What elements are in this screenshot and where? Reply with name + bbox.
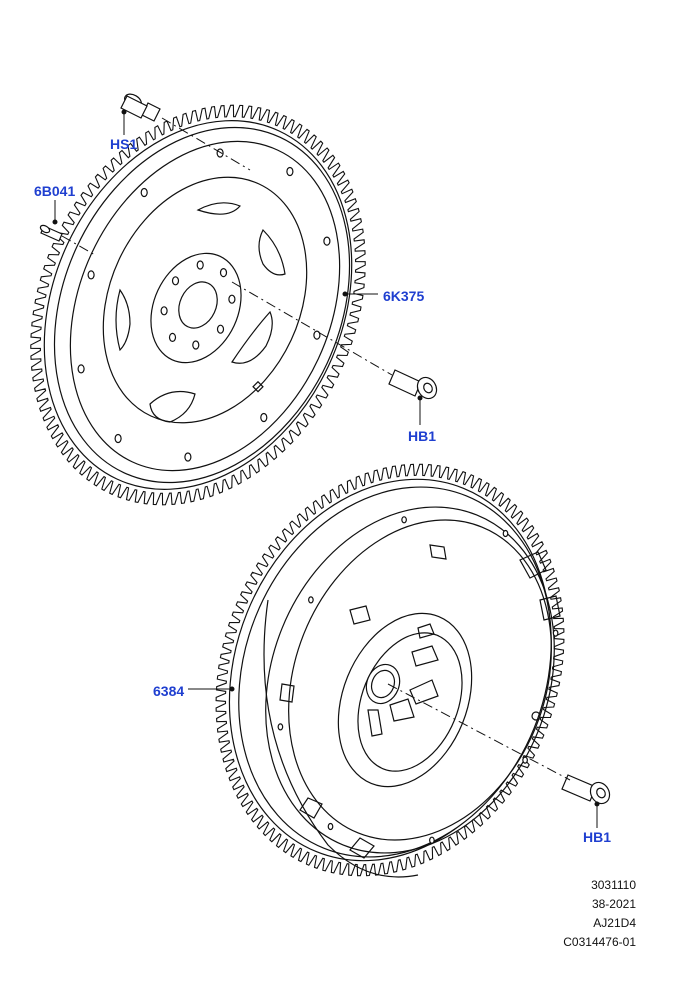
bolt-hole [277,723,284,731]
dowel-pin [39,224,63,242]
bolt-hole [401,516,407,524]
label-6k375: 6K375 [383,288,425,304]
flexplate [30,104,366,506]
bolt-hole [286,166,294,177]
gear-root-ring [43,120,353,490]
label-hb1-lower: HB1 [583,829,612,845]
bolt-hole [77,364,85,374]
flexplate-cutout [196,202,242,215]
bolt-hole [522,756,528,764]
reference-line: 3031110 [591,878,636,892]
bolt-hole [140,187,148,198]
label-6384: 6384 [153,683,185,699]
bolt-hole [171,276,180,286]
hb1-bolt-lower [561,774,611,805]
bolt-hole [192,340,200,350]
label-6b041: 6B041 [34,183,76,199]
bolt-hole [87,270,95,280]
reference-line: AJ21D4 [593,916,636,930]
flexplate-cutout [115,288,131,352]
flexplate-cutout [258,228,286,276]
flexplate-cutout [231,310,273,364]
dual-mass-flywheel [215,463,565,878]
bolt-hole [216,324,225,334]
hb1-bolt-upper [388,369,438,400]
bolt-hole [313,330,321,340]
bolt-hole [168,332,177,342]
bolt-hole [196,260,204,270]
reference-block: 3031110 38-2021 AJ21D4 C0314476-01 [563,876,636,952]
bolt-hole [308,596,314,604]
label-hb1-upper: HB1 [408,428,437,444]
flywheel-rim-holes [277,516,559,844]
bolt-hole [429,836,435,844]
flexplate-cutout [149,391,196,423]
assembly-lines [61,117,571,781]
reference-line: C0314476-01 [563,935,636,949]
reference-line: 38-2021 [591,897,636,911]
bolt-hole [219,268,228,278]
bolt-hole [160,306,168,316]
hs1-bolt [120,93,161,122]
bolt-hole [114,433,122,444]
bolt-hole [260,412,268,423]
flexplate-rim-holes [77,148,331,462]
label-hs1: HS1 [110,136,138,152]
bolt-hole [228,294,236,304]
bolt-hole [184,452,192,462]
flexplate-hub-holes [160,260,236,350]
bolt-hole [327,822,334,831]
bolt-hole [552,629,559,637]
bolt-hole [502,529,509,538]
bolt-hole [323,236,331,246]
leader-lines [52,109,600,828]
